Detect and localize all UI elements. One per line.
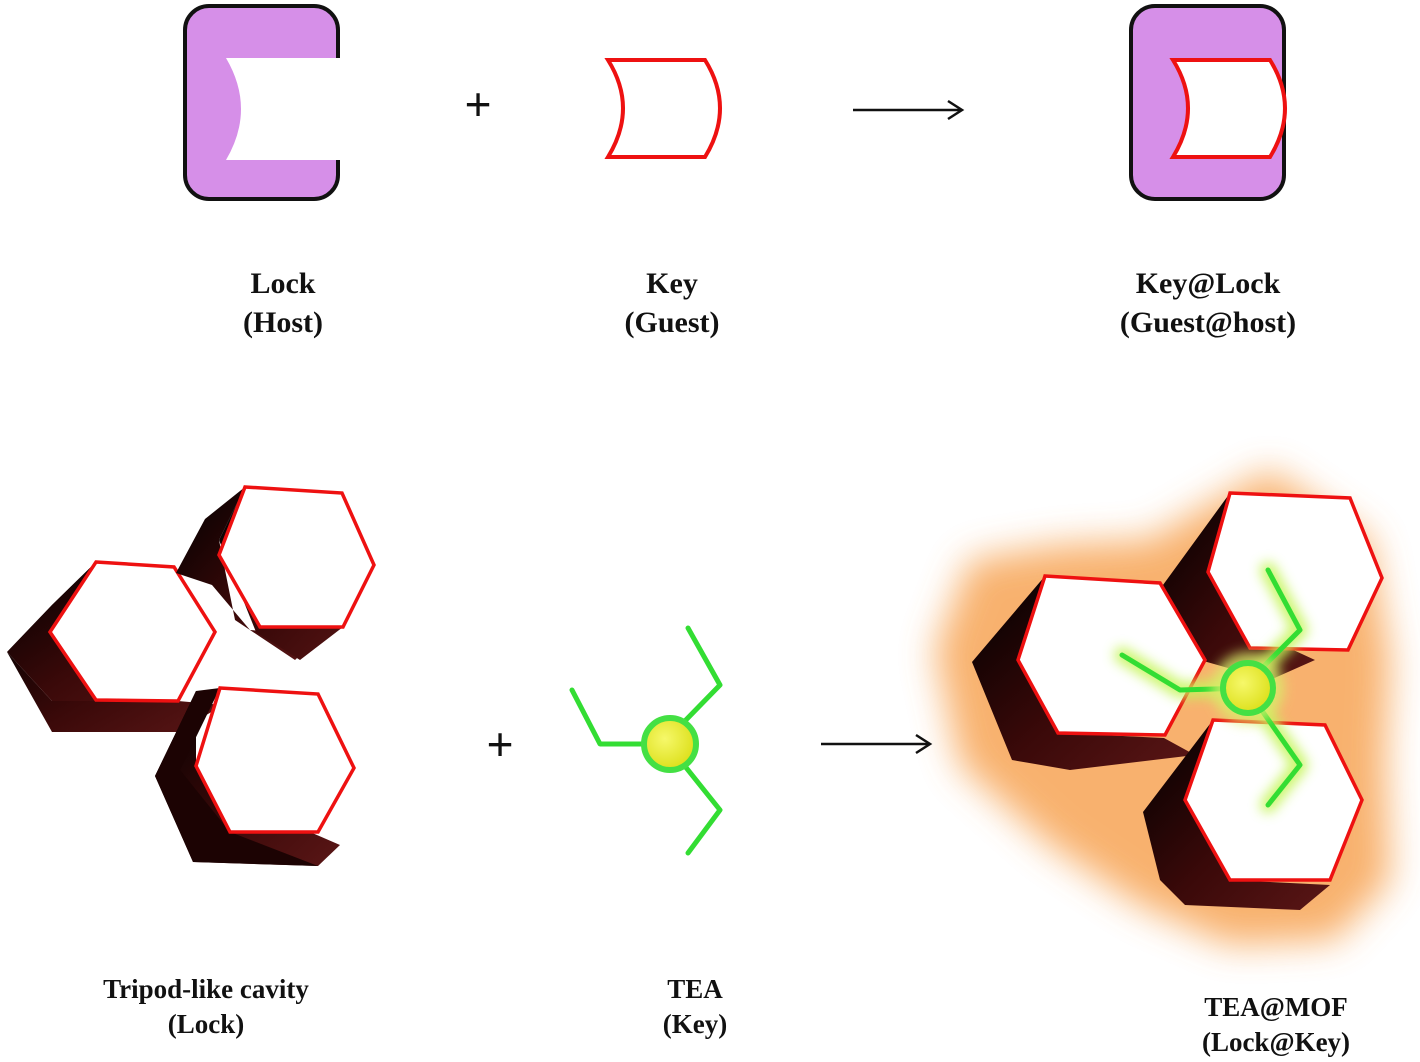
tripod-caption-subtitle: (Lock) (167, 1009, 245, 1040)
lock-caption-title: Lock (250, 267, 316, 300)
tripod-caption-title: Tripod-like cavity (103, 974, 309, 1004)
tea-caption-title: TEA (667, 974, 723, 1004)
lock-caption-subtitle: (Host) (243, 306, 323, 339)
complex-hexagon-top-right (1163, 491, 1384, 680)
tea-at-mof-caption: TEA@MOF (Lock@Key) (1166, 990, 1386, 1060)
tea-caption-subtitle: (Key) (662, 1009, 728, 1040)
plus-sign-top: + (465, 78, 492, 130)
tripod-caption: Tripod-like cavity (Lock) (66, 972, 346, 1042)
tea-at-mof-caption-subtitle: (Lock@Key) (1201, 1027, 1351, 1058)
lock-caption: Lock (Host) (183, 264, 383, 342)
key-guest-shape (604, 58, 722, 159)
tea-at-mof-caption-title: TEA@MOF (1204, 992, 1348, 1022)
key-at-lock-shape (1129, 4, 1287, 201)
key-at-lock-caption-subtitle: (Guest@host) (1119, 306, 1297, 339)
key-caption-title: Key (646, 267, 698, 300)
tea-at-mof-complex (972, 491, 1384, 910)
plus-sign-bottom: + (487, 718, 514, 770)
tea-caption: TEA (Key) (600, 972, 790, 1042)
hexagon-bottom (155, 686, 356, 866)
key-at-lock-caption: Key@Lock (Guest@host) (1068, 264, 1348, 342)
hexagon-left (7, 560, 223, 732)
lock-host-shape (183, 4, 340, 201)
tea-core (641, 715, 699, 773)
complex-hexagon-left (972, 574, 1208, 770)
complex-tea (1114, 562, 1308, 813)
hexagon-top-right (176, 485, 376, 660)
arrow-top-icon (853, 99, 965, 121)
tea-molecule (569, 625, 723, 856)
key-at-lock-caption-title: Key@Lock (1135, 267, 1281, 300)
key-caption: Key (Guest) (572, 264, 772, 342)
arrow-bottom-icon (821, 733, 933, 755)
tripod-cavity (7, 485, 376, 866)
key-caption-subtitle: (Guest) (624, 306, 720, 339)
